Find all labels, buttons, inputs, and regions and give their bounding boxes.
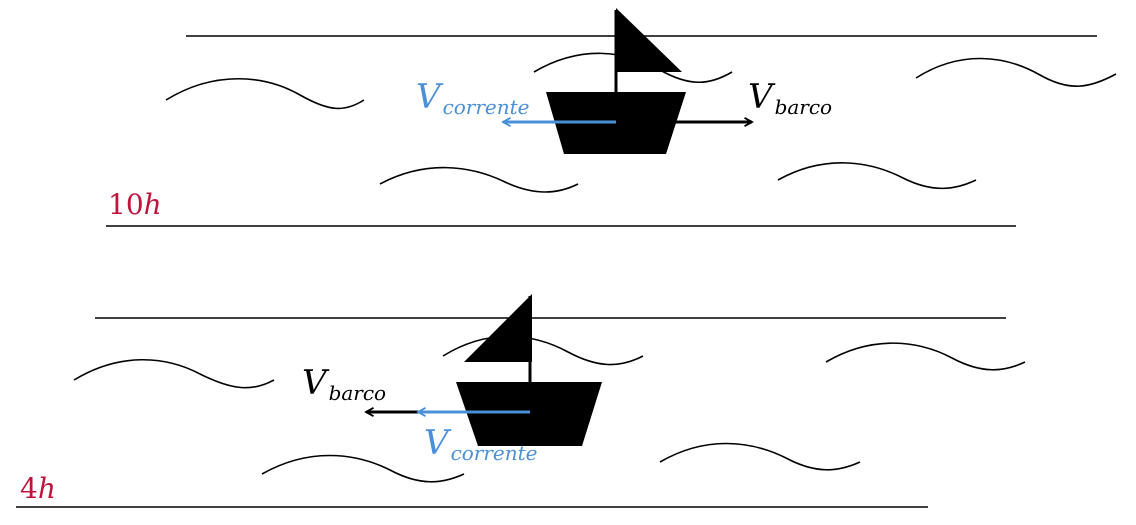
waves (165, 52, 1117, 193)
boat (546, 8, 686, 154)
current-velocity-symbol: V (416, 77, 444, 117)
wave (442, 335, 644, 366)
waves (73, 335, 1026, 483)
travel-time-label: 10h (108, 188, 162, 221)
travel-time-value: 10 (108, 188, 144, 221)
wave (73, 358, 275, 389)
travel-time-unit: h (38, 472, 56, 505)
wave (915, 57, 1117, 87)
boat-hull (456, 382, 602, 446)
boat-velocity-symbol: V (748, 77, 776, 117)
wave (379, 166, 579, 193)
current-velocity-subscript: corrente (451, 441, 538, 465)
wave (825, 342, 1026, 371)
boat (456, 294, 602, 446)
wave (777, 162, 977, 190)
wave (261, 454, 465, 483)
boat-velocity-subscript: barco (775, 95, 833, 119)
wave (165, 78, 365, 110)
boat-velocity-subscript: barco (329, 381, 387, 405)
boat-sail (464, 294, 532, 362)
wave (659, 442, 861, 471)
travel-time-label: 4h (20, 472, 56, 505)
current-velocity-symbol: V (424, 423, 452, 463)
current-velocity-subscript: corrente (443, 95, 530, 119)
boat-velocity-symbol: V (302, 363, 330, 403)
travel-time-unit: h (144, 188, 162, 221)
travel-time-value: 4 (20, 472, 38, 505)
boat-sail (616, 8, 682, 72)
